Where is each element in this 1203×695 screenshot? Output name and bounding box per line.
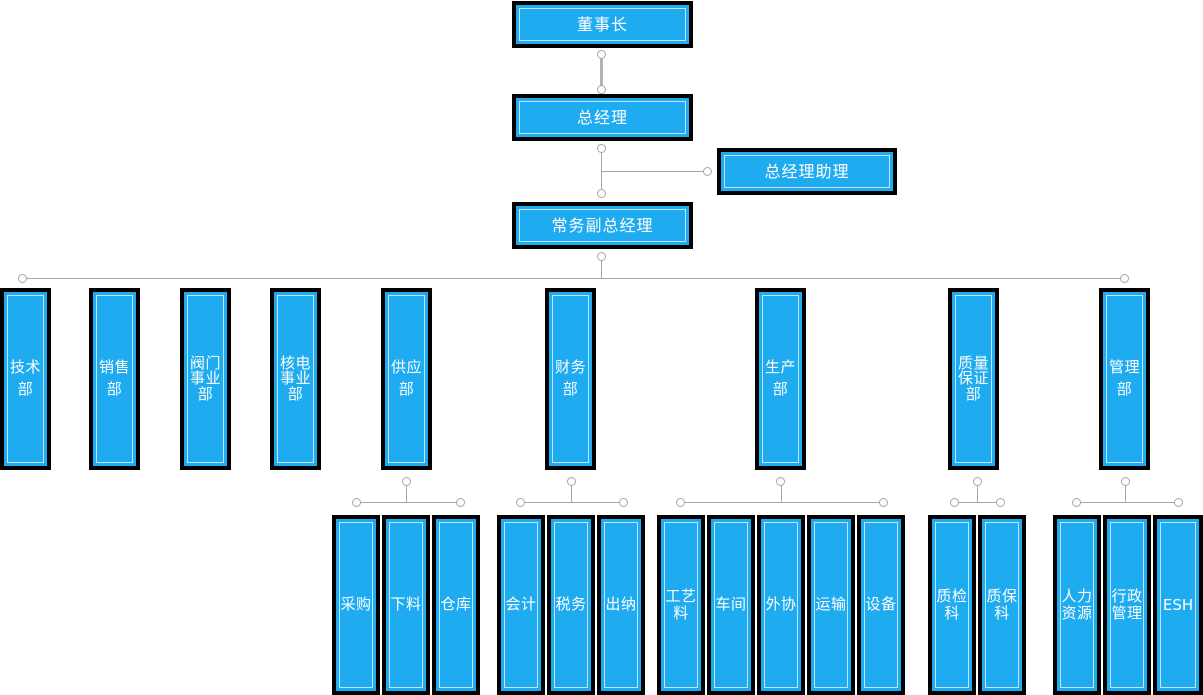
connector-dot-assistant-left [703, 167, 712, 176]
connector-dot-management-left [1072, 498, 1081, 507]
connector-dot-gm-top [597, 85, 606, 94]
connector-dot-management-right [1174, 498, 1183, 507]
department-quality-assurance[interactable]: 质量保证部 [948, 288, 999, 470]
subdept-taxation[interactable]: 税务 [547, 515, 595, 695]
subdept-warehouse[interactable]: 仓库 [432, 515, 480, 695]
node-label: 质量保证部 [957, 354, 989, 403]
subdept-administrative-management[interactable]: 行政管理 [1103, 515, 1151, 695]
connector-dot-supply-left [352, 498, 361, 507]
connector-dot-supply-right [456, 498, 465, 507]
node-label: 质保科 [986, 587, 1018, 622]
department-supply[interactable]: 供应部 [381, 288, 432, 470]
node-label: 外协 [765, 595, 797, 614]
subdept-equipment[interactable]: 设备 [857, 515, 905, 695]
node-label: 出纳 [605, 595, 637, 614]
connector-dot-bus-left-end [18, 274, 27, 283]
department-production[interactable]: 生产部 [755, 288, 806, 470]
node-label: 核电事业部 [279, 354, 311, 403]
node-label: 总经理助理 [764, 161, 850, 181]
node-label: 财务部 [554, 358, 586, 398]
connector-dot-deputy-bottom [597, 252, 606, 261]
department-administration[interactable]: 管理部 [1099, 288, 1150, 470]
connector-management-stub [1125, 479, 1126, 502]
connector-dot-gm-bottom [597, 144, 606, 153]
connector-deputy-to-bus [601, 253, 602, 279]
connector-dot-quality-right [996, 498, 1005, 507]
department-technology[interactable]: 技术部 [0, 288, 51, 470]
node-label: ESH [1162, 595, 1194, 614]
node-gm-assistant[interactable]: 总经理助理 [717, 148, 897, 195]
node-label: 阀门事业部 [189, 354, 221, 403]
connector-dot-supply-top [402, 477, 411, 486]
subdept-accounting[interactable]: 会计 [497, 515, 545, 695]
connector-dot-finance-right [619, 498, 628, 507]
node-label: 税务 [555, 595, 587, 614]
node-label: 行政管理 [1111, 587, 1143, 622]
connector-dot-production-right [879, 498, 888, 507]
connector-dot-deputy-top [597, 189, 606, 198]
subdept-quality-assurance-section[interactable]: 质保科 [978, 515, 1026, 695]
subdept-outsourcing[interactable]: 外协 [757, 515, 805, 695]
node-label: 采购 [340, 595, 372, 614]
connector-dot-finance-top [567, 477, 576, 486]
connector-chairman-to-gm [600, 53, 603, 91]
connector-management-bar [1077, 502, 1178, 503]
node-label: 车间 [715, 595, 747, 614]
subdept-transport[interactable]: 运输 [807, 515, 855, 695]
connector-dot-production-left [676, 498, 685, 507]
connector-dot-bus-right-end [1120, 274, 1129, 283]
node-label: 供应部 [390, 358, 422, 398]
connector-dot-chairman-bottom [597, 50, 606, 59]
connector-dot-production-top [776, 477, 785, 486]
node-label: 会计 [505, 595, 537, 614]
department-finance[interactable]: 财务部 [545, 288, 596, 470]
connector-dot-quality-left [950, 498, 959, 507]
connector-gm-to-deputy [601, 148, 602, 198]
subdept-esh[interactable]: ESH [1153, 515, 1203, 695]
connector-gm-to-assistant [601, 171, 705, 172]
connector-dot-finance-left [516, 498, 525, 507]
connector-production-stub [781, 479, 782, 502]
connector-supply-stub [406, 479, 407, 502]
node-general-manager[interactable]: 总经理 [512, 94, 693, 141]
connector-finance-bar [521, 502, 623, 503]
node-label: 人力资源 [1061, 587, 1093, 622]
department-valve-division[interactable]: 阀门事业部 [180, 288, 231, 470]
subdept-blanking[interactable]: 下料 [382, 515, 430, 695]
department-sales[interactable]: 销售部 [89, 288, 140, 470]
node-label: 销售部 [98, 358, 130, 398]
connector-dot-management-top [1121, 477, 1130, 486]
node-label: 管理部 [1108, 358, 1140, 398]
node-label: 设备 [865, 595, 897, 614]
department-bus-line [24, 278, 1124, 279]
connector-finance-stub [571, 479, 572, 502]
node-label: 技术部 [9, 358, 41, 398]
subdept-cashier[interactable]: 出纳 [597, 515, 645, 695]
node-label: 运输 [815, 595, 847, 614]
node-chairman[interactable]: 董事长 [512, 1, 693, 48]
node-label: 仓库 [440, 595, 472, 614]
subdept-human-resources[interactable]: 人力资源 [1053, 515, 1101, 695]
node-label: 常务副总经理 [551, 215, 654, 235]
node-label: 董事长 [576, 14, 628, 34]
node-label: 总经理 [576, 107, 628, 127]
subdept-workshop[interactable]: 车间 [707, 515, 755, 695]
department-nuclear-division[interactable]: 核电事业部 [270, 288, 321, 470]
connector-quality-bar [955, 502, 1001, 503]
node-label: 下料 [390, 595, 422, 614]
connector-supply-bar [357, 502, 461, 503]
node-label: 工艺料 [665, 587, 697, 622]
node-label: 质检科 [936, 587, 968, 622]
subdept-purchasing[interactable]: 采购 [332, 515, 380, 695]
node-deputy-general-manager[interactable]: 常务副总经理 [512, 202, 693, 249]
subdept-quality-inspection[interactable]: 质检科 [928, 515, 976, 695]
subdept-process[interactable]: 工艺料 [657, 515, 705, 695]
node-label: 生产部 [764, 358, 796, 398]
connector-production-bar [681, 502, 884, 503]
connector-dot-quality-top [973, 477, 982, 486]
connector-quality-stub [977, 479, 978, 502]
